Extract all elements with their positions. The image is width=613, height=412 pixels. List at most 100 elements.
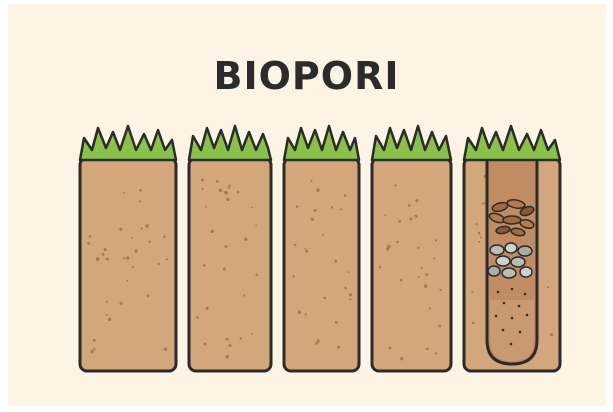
soil-speck bbox=[396, 241, 398, 243]
soil-speck bbox=[237, 191, 240, 194]
soil-speck bbox=[314, 209, 317, 212]
soil-speck bbox=[141, 227, 143, 229]
soil-speck bbox=[255, 274, 258, 277]
soil-speck bbox=[203, 343, 206, 346]
soil-speck bbox=[223, 268, 226, 271]
soil-speck bbox=[384, 214, 386, 216]
soil-speck bbox=[158, 263, 160, 265]
grass-tuft bbox=[80, 126, 176, 160]
soil-speck bbox=[108, 318, 111, 321]
soil-column-3 bbox=[284, 126, 359, 371]
soil-speck bbox=[126, 280, 128, 282]
soil-speck bbox=[410, 218, 413, 221]
soil-speck bbox=[296, 205, 299, 208]
soil-speck bbox=[478, 241, 480, 243]
soil-speck bbox=[331, 206, 333, 208]
soil-speck bbox=[426, 348, 429, 351]
soil-speck bbox=[298, 311, 301, 314]
soil-speck bbox=[201, 179, 204, 182]
soil-column-4 bbox=[372, 126, 451, 371]
soil-speck bbox=[139, 189, 142, 192]
soil-speck bbox=[348, 271, 350, 273]
soil-speck bbox=[240, 338, 242, 340]
grass-tuft bbox=[284, 126, 359, 160]
soil-speck bbox=[119, 228, 122, 231]
soil-speck bbox=[398, 220, 401, 223]
soil-column-5-biopore bbox=[464, 126, 560, 371]
biopore-hole bbox=[487, 160, 537, 364]
soil-speck bbox=[344, 194, 347, 197]
soil-speck bbox=[224, 191, 228, 195]
soil-speck bbox=[163, 236, 166, 239]
soil-speck bbox=[322, 234, 324, 236]
soil-column-1 bbox=[80, 126, 176, 371]
soil-speck bbox=[344, 287, 347, 290]
soil-speck bbox=[311, 218, 314, 221]
grass-tuft bbox=[189, 126, 271, 160]
soil-speck bbox=[206, 307, 209, 310]
soil-speck bbox=[93, 339, 96, 342]
soil-speck bbox=[349, 298, 351, 300]
soil-speck bbox=[123, 192, 125, 194]
soil-speck bbox=[421, 267, 423, 269]
soil-speck bbox=[106, 258, 109, 261]
soil-speck bbox=[228, 344, 231, 347]
soil-speck bbox=[96, 257, 100, 261]
soil-speck bbox=[251, 333, 253, 335]
soil-speck bbox=[132, 266, 134, 268]
soil-speck bbox=[435, 352, 437, 354]
soil-speck bbox=[550, 333, 553, 336]
soil-speck bbox=[228, 187, 230, 189]
soil-speck bbox=[340, 208, 342, 210]
soil-speck bbox=[400, 357, 403, 360]
soil-speck bbox=[201, 188, 203, 190]
soil-speck bbox=[305, 313, 307, 315]
soil-speck bbox=[104, 248, 107, 251]
soil-speck bbox=[408, 204, 411, 207]
soil-speck bbox=[120, 302, 123, 305]
soil-speck bbox=[211, 230, 214, 233]
soil-speck bbox=[475, 223, 478, 226]
soil-speck bbox=[311, 180, 313, 182]
soil-speck bbox=[293, 275, 295, 277]
soil-speck bbox=[547, 286, 549, 288]
soil-speck bbox=[482, 202, 484, 204]
soil-speck bbox=[205, 206, 207, 208]
soil-speck bbox=[226, 338, 229, 341]
soil-speck bbox=[394, 184, 396, 186]
soil-speck bbox=[337, 346, 340, 349]
soil-speck bbox=[349, 293, 352, 296]
soil-speck bbox=[196, 316, 199, 319]
soil-speck bbox=[203, 264, 206, 267]
grass-tuft bbox=[372, 126, 451, 160]
soil-speck bbox=[89, 235, 91, 237]
soil-speck bbox=[415, 215, 418, 218]
soil-speck bbox=[379, 266, 382, 269]
soil-speck bbox=[102, 253, 105, 256]
soil-speck bbox=[435, 239, 437, 241]
soil-speck bbox=[226, 198, 229, 201]
soil-speck bbox=[471, 291, 473, 293]
soil-speck bbox=[305, 250, 308, 253]
grass-tuft bbox=[464, 126, 560, 160]
soil-speck bbox=[106, 301, 108, 303]
soil-speck bbox=[439, 289, 441, 291]
soil-speck bbox=[135, 250, 138, 253]
soil-speck bbox=[123, 257, 125, 259]
soil-speck bbox=[316, 188, 320, 192]
soil-speck bbox=[131, 237, 133, 239]
soil-speck bbox=[418, 276, 420, 278]
soil-speck bbox=[334, 260, 337, 263]
soil-speck bbox=[244, 238, 247, 241]
soil-speck bbox=[425, 273, 428, 276]
soil-speck bbox=[243, 294, 245, 296]
soil-speck bbox=[219, 189, 222, 192]
soil-speck bbox=[139, 200, 141, 202]
soil-speck bbox=[424, 284, 428, 288]
soil-speck bbox=[417, 247, 419, 249]
soil-speck bbox=[323, 297, 326, 300]
soil-speck bbox=[149, 241, 151, 243]
soil-speck bbox=[389, 347, 392, 350]
soil-speck bbox=[228, 185, 230, 187]
